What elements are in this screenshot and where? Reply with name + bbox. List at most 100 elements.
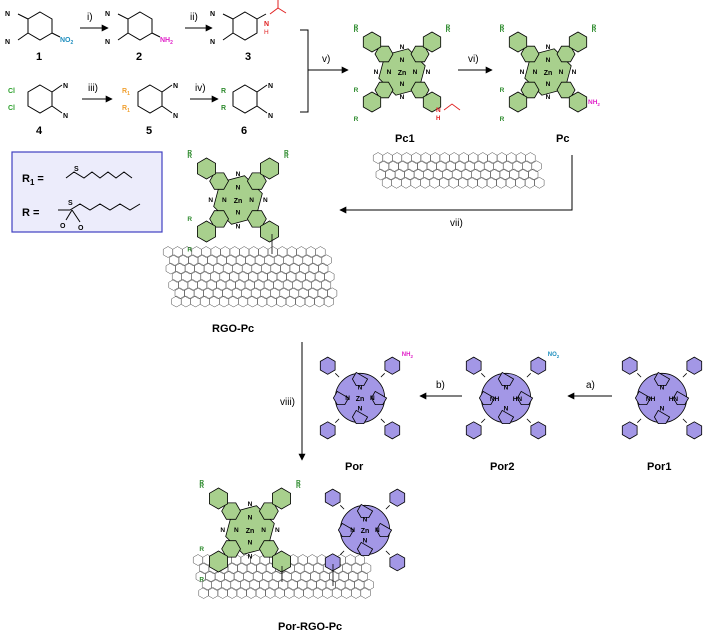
graphene-sheet xyxy=(162,246,338,308)
graphene-cell xyxy=(267,246,278,258)
graphene-cell xyxy=(528,168,539,181)
compound-3-label: 3 xyxy=(245,51,251,63)
benzo-ring xyxy=(208,487,229,510)
graphene-cell xyxy=(401,152,412,164)
graphene-cell xyxy=(188,254,199,267)
graphene-cell xyxy=(267,271,278,283)
atom-label: R xyxy=(187,153,192,160)
benzo-ring xyxy=(259,220,280,243)
graphene-cell xyxy=(317,287,328,300)
graphene-cell xyxy=(197,254,208,267)
compound-5: N N R1 R1 5 xyxy=(122,83,178,137)
graphene-cell xyxy=(210,271,221,283)
atom-label: N xyxy=(520,69,525,76)
graphene-cell xyxy=(224,570,235,583)
atom-label: N xyxy=(660,405,665,412)
graphene-cell xyxy=(493,160,504,173)
atom-label: R xyxy=(354,24,359,31)
graphene-cell xyxy=(220,246,231,258)
atom-label: R xyxy=(187,216,192,223)
graphene-cell xyxy=(203,262,214,275)
atom-label: N xyxy=(400,94,405,101)
pyrrole-ring xyxy=(653,409,671,425)
atom-label: R xyxy=(592,27,597,34)
svg-text:N: N xyxy=(210,39,215,46)
graphene-cell xyxy=(451,168,463,181)
graphene-cell xyxy=(279,287,290,300)
atom-label: N xyxy=(546,44,551,51)
graphene-cell xyxy=(351,587,362,599)
amide-n: N xyxy=(436,107,441,114)
atom-label: N xyxy=(261,527,266,534)
graphene-cell xyxy=(228,295,239,308)
zn-label: Zn xyxy=(361,528,370,535)
graphene-cell xyxy=(531,160,542,173)
graphene-cell xyxy=(250,287,261,300)
bracket xyxy=(300,29,309,113)
atom-label: N xyxy=(370,395,375,402)
pyrrole-ring xyxy=(375,522,393,537)
atom-label: R xyxy=(354,116,359,123)
atom-label: N xyxy=(546,81,551,88)
graphene-cell xyxy=(291,570,302,583)
atom-label: N xyxy=(275,527,280,534)
atom-label: N xyxy=(533,69,538,76)
compound-3: N N N H 3 xyxy=(210,0,287,63)
graphene-cell xyxy=(382,152,393,164)
graphene-cell xyxy=(276,271,287,283)
rgo-pc-label: RGO-Pc xyxy=(212,323,254,335)
atom-label: NH xyxy=(490,396,500,403)
graphene-cell xyxy=(222,287,233,300)
graphene-cell xyxy=(534,177,545,189)
phenyl-ring xyxy=(319,421,336,440)
graphene-cell xyxy=(436,160,447,173)
atom-label: R xyxy=(296,483,301,490)
graphene-cell xyxy=(327,287,338,300)
graphene-cell xyxy=(318,262,329,275)
atom-label: N xyxy=(413,69,418,76)
r1-label: R1 xyxy=(122,88,130,97)
pyrrole-ring xyxy=(332,390,350,406)
graphene-cell xyxy=(297,554,308,566)
graphene-cell xyxy=(193,287,204,300)
compound-6: N N R R 6 xyxy=(221,83,273,137)
atom-label: N xyxy=(504,384,509,391)
graphene-cell xyxy=(239,246,250,258)
pyrrole-ring xyxy=(351,371,369,387)
graphene-cell xyxy=(439,152,450,164)
phenyl-ring xyxy=(319,356,336,375)
pyrrole-ring xyxy=(370,390,388,406)
atom-label: N xyxy=(374,69,379,76)
chloro-label: Cl xyxy=(8,105,15,112)
atom-label: N xyxy=(248,501,253,508)
graphene-cell xyxy=(243,570,254,583)
atom-label: R xyxy=(199,483,204,490)
graphene-cell xyxy=(297,579,308,591)
graphene-cell xyxy=(212,287,223,300)
compound-4: N N Cl Cl 4 xyxy=(8,83,68,137)
graphene-cell xyxy=(203,287,214,300)
svg-text:N: N xyxy=(105,11,110,18)
graphene-cell xyxy=(296,246,307,258)
graphene-cell xyxy=(375,168,386,181)
pyrrole-ring xyxy=(351,409,369,425)
graphene-cell xyxy=(522,160,533,173)
graphene-cell xyxy=(178,254,189,267)
phenyl-ring xyxy=(465,421,482,440)
atom-label: N xyxy=(234,527,239,534)
atom-label: N xyxy=(345,395,350,402)
graphene-cell xyxy=(226,254,237,267)
graphene-cell xyxy=(319,570,330,583)
graphene-cell xyxy=(268,579,279,591)
svg-text:O: O xyxy=(78,225,84,232)
svg-text:O: O xyxy=(60,223,66,230)
atom-label: N xyxy=(249,197,254,204)
atom-label: R xyxy=(592,24,597,31)
graphene-cell xyxy=(442,168,453,181)
atom-label: N xyxy=(363,516,368,523)
atom-label: N xyxy=(248,553,253,560)
graphene-cell xyxy=(266,295,277,308)
graphene-cell xyxy=(426,160,437,173)
graphene-cell xyxy=(321,254,332,267)
graphene-cell xyxy=(248,246,259,258)
